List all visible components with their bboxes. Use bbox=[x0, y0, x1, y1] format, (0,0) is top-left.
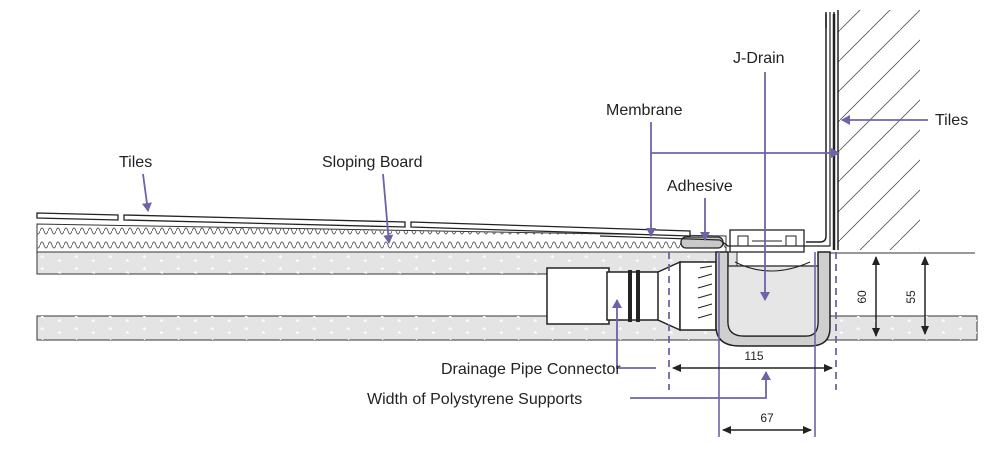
drainage-pipe-connector bbox=[546, 260, 717, 332]
wall bbox=[837, 10, 920, 250]
sloping-board bbox=[36, 223, 727, 253]
tiles-left-arrow bbox=[141, 173, 152, 212]
sloping-board-arrow bbox=[382, 173, 394, 244]
leader-arrows bbox=[141, 72, 928, 399]
width-polystyrene-label: Width of Polystyrene Supports bbox=[367, 391, 582, 408]
tiles-right-label: Tiles bbox=[935, 112, 968, 129]
tiles-left-label: Tiles bbox=[119, 154, 152, 171]
dimension-115-label: 115 bbox=[744, 349, 763, 363]
adhesive-label: Adhesive bbox=[667, 178, 733, 195]
drainage-pipe-connector-label: Drainage Pipe Connector bbox=[441, 361, 621, 378]
sloping-board-label: Sloping Board bbox=[322, 154, 423, 171]
wall-tile-upstand bbox=[806, 12, 836, 250]
membrane-line bbox=[599, 12, 831, 247]
drain-grate bbox=[729, 229, 805, 253]
drainage-pipe-connector-arrow bbox=[612, 299, 656, 369]
j-drain-label: J-Drain bbox=[733, 50, 785, 67]
dimension-60-label: 60 bbox=[855, 290, 869, 304]
j-drain-body bbox=[715, 251, 831, 347]
dimension-55-label: 55 bbox=[904, 290, 918, 304]
membrane-label: Membrane bbox=[606, 102, 683, 119]
floor-tiles bbox=[36, 212, 691, 237]
dimension-67-label: 67 bbox=[760, 411, 774, 425]
width-polystyrene-arrow bbox=[630, 371, 771, 399]
